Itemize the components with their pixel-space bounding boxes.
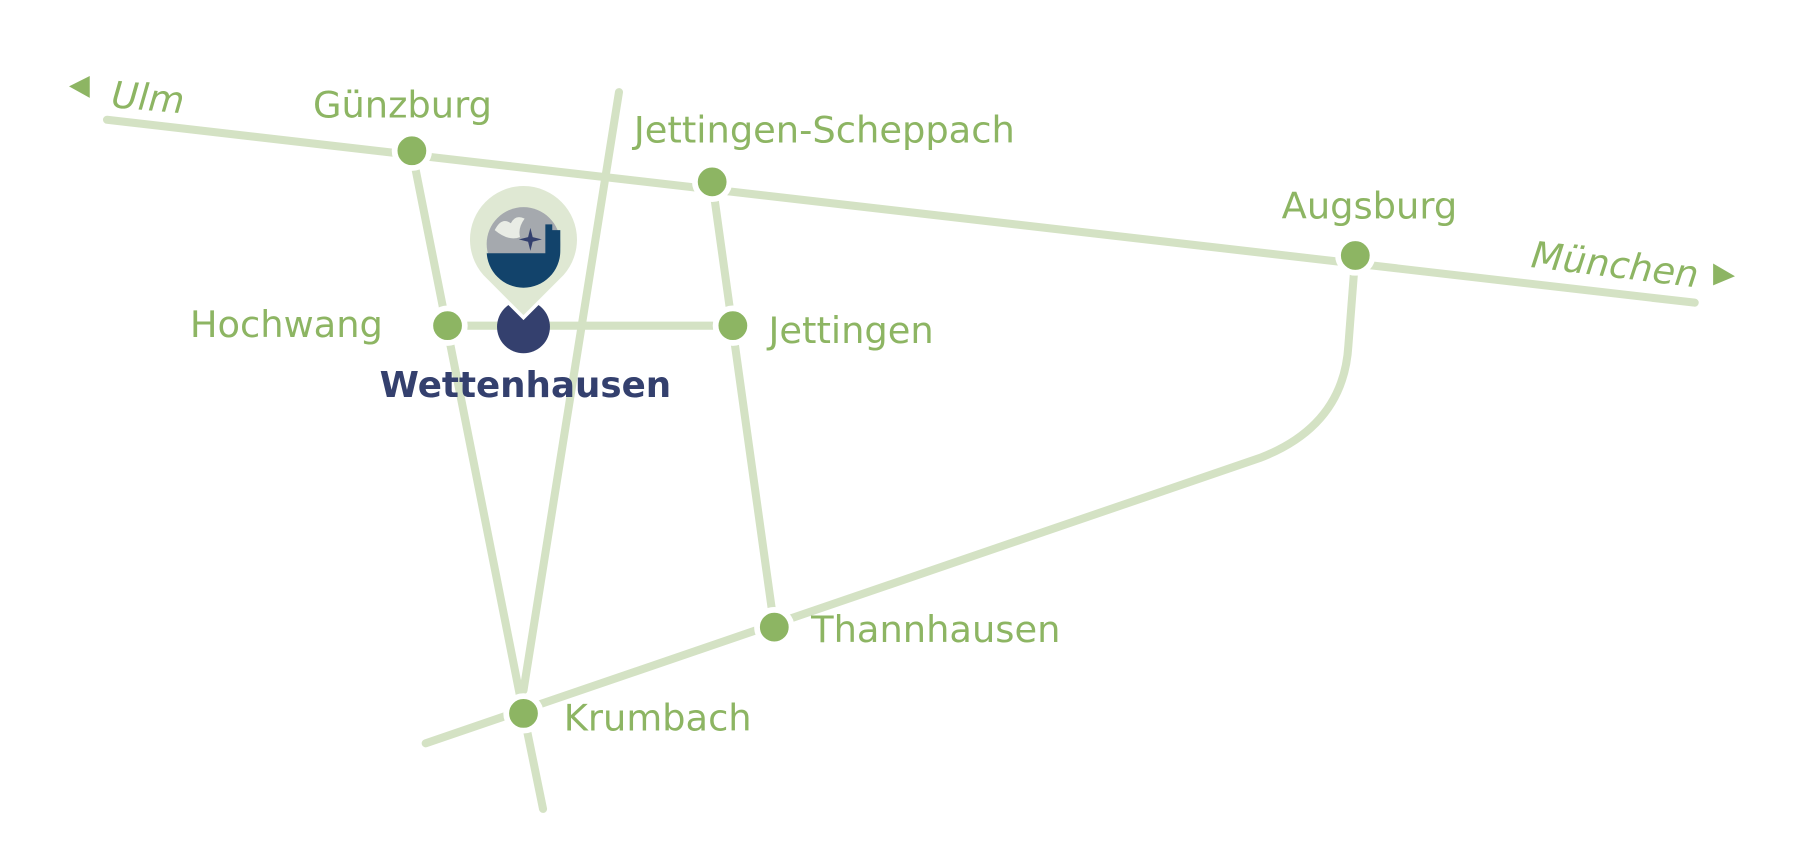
road-guenzburg-krumbach [407, 146, 528, 718]
place-dot-guenzburg[interactable] [391, 130, 433, 171]
place-dot-krumbach[interactable] [503, 693, 544, 734]
road-krumbach-augsburg [421, 251, 1360, 748]
place-dot-jettingen-scheppach[interactable] [692, 161, 733, 202]
highlight-label-wettenhausen: Wettenhausen [380, 365, 672, 406]
roads [102, 88, 1699, 813]
place-label-jettingen: Jettingen [767, 309, 934, 352]
place-label-augsburg: Augsburg [1282, 185, 1458, 228]
road-scheppach-thannhausen [708, 177, 779, 632]
logo-icon [486, 207, 561, 288]
place-dot-jettingen[interactable] [712, 305, 754, 346]
location-dot [497, 300, 550, 354]
road-ulm-muenchen [102, 115, 1699, 307]
place-dot-thannhausen[interactable] [754, 606, 795, 648]
road-north-south [519, 88, 624, 695]
direction-label-ulm: Ulm [110, 73, 186, 122]
map-pin-wettenhausen[interactable] [466, 182, 581, 354]
place-label-hochwang: Hochwang [190, 303, 383, 346]
arrow-left-icon [69, 76, 90, 98]
place-label-thannhausen: Thannhausen [810, 608, 1060, 651]
place-dot-augsburg[interactable] [1335, 235, 1376, 276]
place-label-krumbach: Krumbach [564, 697, 752, 740]
arrow-right-icon [1713, 263, 1735, 286]
place-dot-hochwang[interactable] [427, 305, 468, 346]
place-label-jettingen-scheppach: Jettingen-Scheppach [632, 109, 1015, 152]
place-label-guenzburg: Günzburg [313, 83, 492, 126]
